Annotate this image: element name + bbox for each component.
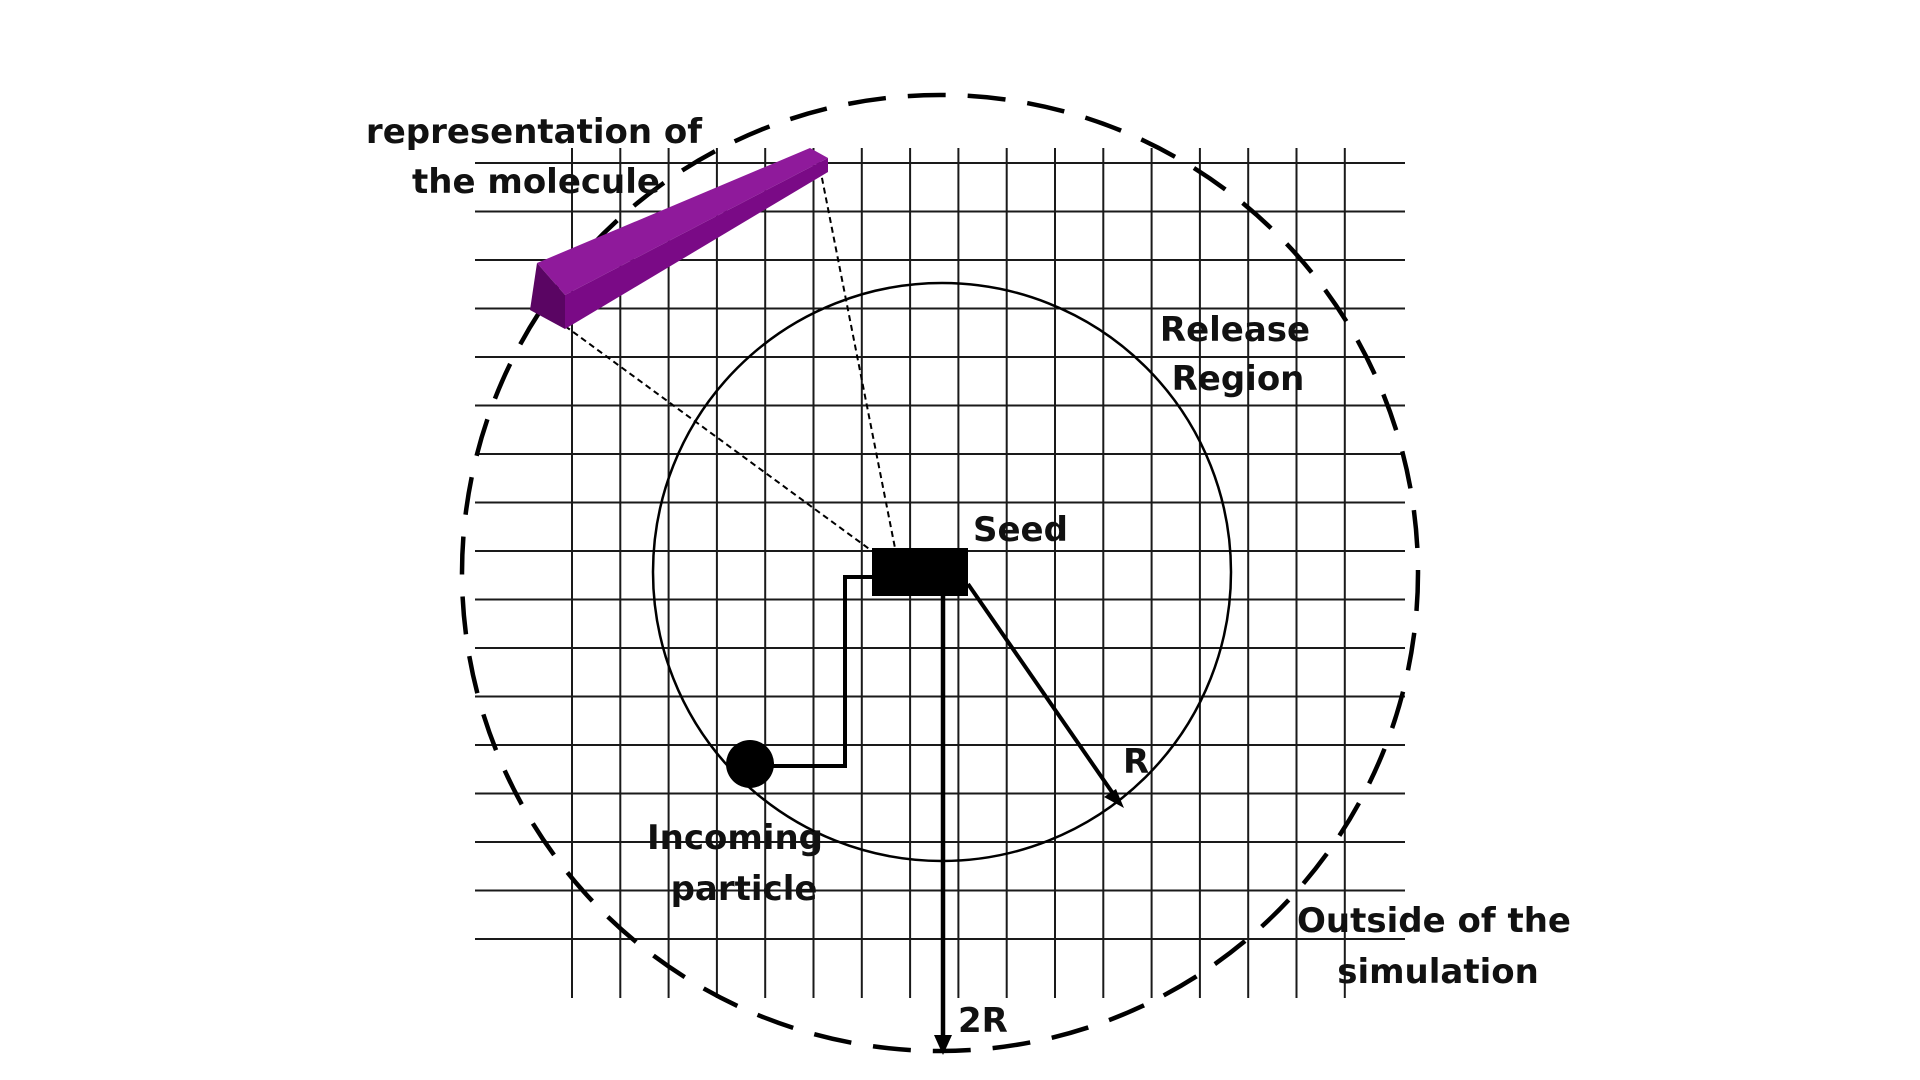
- particle-path: [760, 575, 872, 768]
- double-radius-label: 2R: [958, 1001, 1008, 1041]
- double-radius-arrowhead: [934, 1035, 952, 1055]
- seed-block: [872, 548, 968, 596]
- molecule-rod-front-face: [530, 263, 565, 329]
- release-region-label-line1: Release: [1160, 310, 1310, 350]
- molecule-rod-top-face: [537, 148, 828, 295]
- molecule-projection-line-right: [819, 167, 896, 549]
- incoming-particle: [726, 740, 774, 788]
- incoming-particle-label-line1: Incoming: [647, 818, 823, 858]
- release-region-label-line2: Region: [1172, 359, 1305, 399]
- simulation-boundary-circle: [459, 92, 1421, 1054]
- outside-simulation-label-line2: simulation: [1337, 952, 1539, 992]
- molecule-projection-line-left: [564, 325, 873, 552]
- molecule-label-line1: representation of: [366, 112, 703, 152]
- radius-arrowhead: [1104, 789, 1124, 808]
- molecule-label-line2: the molecule: [412, 162, 660, 202]
- outside-simulation-label-line1: Outside of the: [1297, 901, 1571, 941]
- molecule-representation: [530, 148, 828, 329]
- radius-arrow-line: [966, 582, 1116, 797]
- incoming-particle-label-line2: particle: [671, 869, 818, 909]
- lattice-grid: [475, 148, 1405, 998]
- radius-label: R: [1123, 742, 1149, 782]
- molecule-rod-side-face: [565, 158, 828, 329]
- seed-label: Seed: [973, 510, 1068, 550]
